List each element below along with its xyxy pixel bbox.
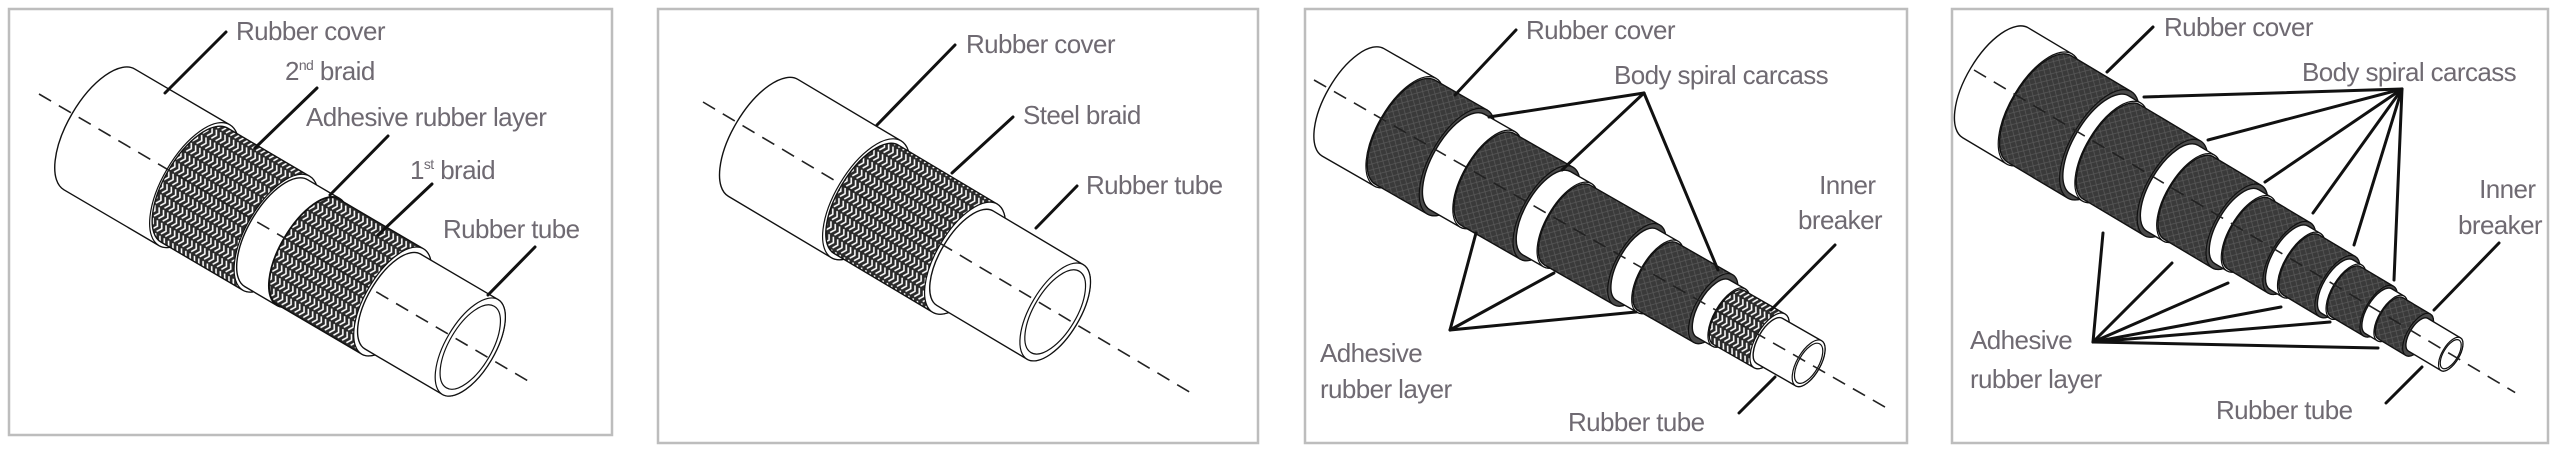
label-2nd-braid: 2nd braid (285, 56, 375, 86)
centerline-axis (702, 101, 1194, 395)
leader-line-body-spiral-carcass (2142, 87, 2404, 99)
leader-line-1st-braid (376, 182, 434, 237)
label-inner-breaker: Inner breaker (1798, 170, 1883, 235)
label-rubber-tube: Rubber tube (443, 214, 580, 244)
label-rubber-cover: Rubber cover (966, 29, 1116, 59)
hose-drawing (1313, 46, 1888, 409)
leader-line-body-spiral-carcass (2263, 87, 2404, 184)
leader-line-rubber-cover (2105, 25, 2155, 74)
leader-line-adhesive (1448, 231, 1478, 332)
centerline-axis (1313, 79, 1888, 409)
leader-line-rubber-tube (1034, 184, 1079, 230)
hose-body (1313, 46, 1888, 409)
leader-line-adhesive (2091, 340, 2380, 350)
leader-line-adhesive (2091, 231, 2105, 344)
leader-line-body-spiral-carcass (2311, 87, 2404, 215)
leader-line-body-spiral-carcass (1487, 91, 1646, 119)
hose-body (1953, 25, 2516, 394)
label-adhesive-rubber-layer: Adhesive rubber layer (306, 102, 547, 132)
label-adhesive-rubber-layer: Adhesive rubber layer (1970, 325, 2102, 394)
leader-line-rubber-tube (486, 245, 537, 297)
label-rubber-cover: Rubber cover (2164, 12, 2314, 42)
hose-body (702, 76, 1194, 395)
leader-line-adhesive (1448, 310, 1638, 332)
leader-line-body-spiral-carcass (2352, 87, 2404, 247)
label-body-spiral-carcass: Body spiral carcass (1614, 60, 1829, 90)
leader-lines (1448, 28, 1837, 415)
leader-line-body-spiral-carcass (1560, 91, 1646, 172)
hose-drawing (1953, 25, 2516, 394)
leader-line-inner-breaker (2432, 241, 2501, 312)
label-1st-braid: 1st braid (410, 155, 495, 185)
hose-drawing (702, 76, 1194, 395)
leader-line-rubber-tube (2384, 365, 2424, 405)
label-steel-braid: Steel braid (1023, 100, 1141, 130)
leader-line-adhesive (2091, 261, 2174, 344)
leader-line-adhesive (2091, 281, 2230, 344)
leader-line-inner-breaker (1769, 243, 1837, 312)
label-rubber-tube: Rubber tube (1568, 407, 1705, 437)
label-rubber-cover: Rubber cover (1526, 15, 1676, 45)
leader-line-adhesive (2091, 320, 2332, 344)
leader-line-rubber-cover (1453, 28, 1518, 97)
leader-line-adhesive (2091, 305, 2283, 344)
label-rubber-tube: Rubber tube (1086, 170, 1223, 200)
leader-line-adhesive (1448, 271, 1556, 332)
hose-drawing (38, 66, 532, 397)
label-body-spiral-carcass: Body spiral carcass (2302, 57, 2517, 87)
label-adhesive-rubber-layer: Adhesive rubber layer (1320, 338, 1452, 404)
centerline-axis (1973, 69, 2516, 394)
tube-bore (1024, 269, 1087, 355)
leader-line-body-spiral-carcass (2392, 87, 2404, 282)
leader-lines (2091, 25, 2501, 405)
leader-line-rubber-cover (875, 43, 957, 127)
leader-line-adhesive (328, 134, 390, 197)
leader-line-body-spiral-carcass (2206, 87, 2404, 142)
leader-line-body-spiral-carcass (1642, 91, 1720, 272)
label-rubber-cover: Rubber cover (236, 16, 386, 46)
leader-line-2nd-braid (253, 86, 319, 150)
label-rubber-tube: Rubber tube (2216, 395, 2353, 425)
hose-body (38, 66, 532, 397)
leader-line-rubber-tube (1737, 375, 1777, 415)
label-inner-breaker: Inner breaker (2458, 174, 2543, 240)
panel-two-braid-hose: Rubber cover 2nd braid Adhesive rubber l… (7, 7, 614, 437)
leader-line-steel-braid (950, 115, 1015, 175)
centerline-axis (38, 93, 532, 384)
leader-line-rubber-cover (163, 30, 228, 95)
